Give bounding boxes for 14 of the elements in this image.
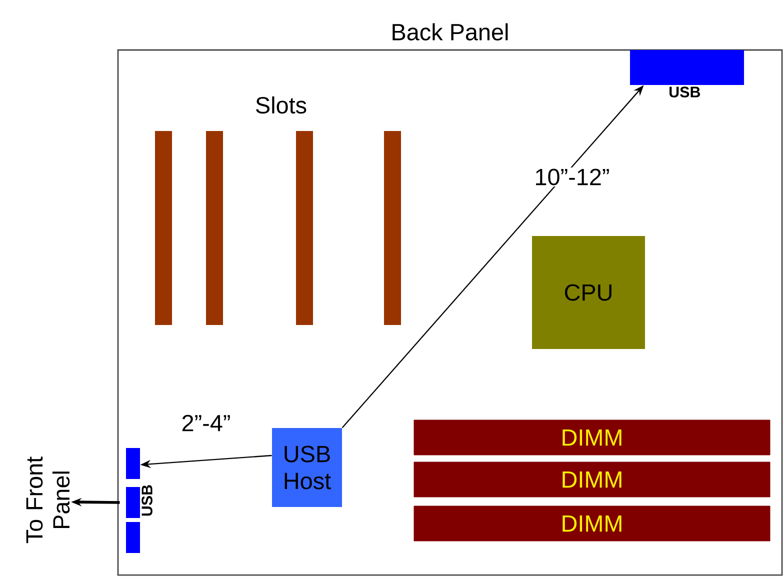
cpu-chip: CPU bbox=[532, 236, 645, 349]
dimm-slot: DIMM bbox=[414, 420, 770, 456]
edge-label: 10”-12” bbox=[533, 168, 611, 186]
dimm-slot: DIMM bbox=[414, 462, 770, 498]
edge-label: 2”-4” bbox=[180, 414, 232, 432]
node-label: USB bbox=[670, 86, 700, 98]
node-label: Back Panel bbox=[392, 23, 508, 40]
node-label: USB bbox=[142, 485, 152, 516]
usb-connector: USB bbox=[126, 448, 152, 553]
dimm-slot: DIMM bbox=[414, 506, 770, 542]
usb-connector: USB bbox=[630, 50, 744, 98]
text-label: Slots bbox=[256, 96, 306, 114]
usb-host-chip: USB Host bbox=[272, 428, 342, 507]
rotated-label: To Front Panel bbox=[26, 456, 70, 544]
